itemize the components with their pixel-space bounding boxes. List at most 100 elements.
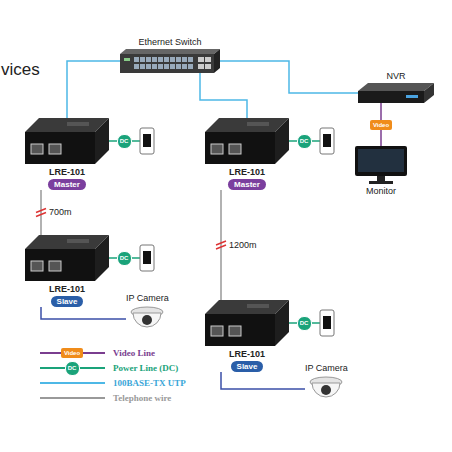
legend-text: Power Line (DC) [113,362,178,374]
ip-camera-icon [127,305,167,331]
switch-port [176,64,181,69]
utp-cable [200,73,247,118]
dc-badge: DC [117,134,132,149]
distance-label: 1200m [228,240,258,251]
telephone-wire [220,190,222,300]
power-line [109,141,320,323]
device-label: IP Camera [305,362,348,374]
sfp-port [198,57,204,62]
cable-break-mark [36,209,46,217]
switch-port [146,57,151,62]
lre-master: LRE-101Master [25,118,109,190]
wall-plug [140,128,334,336]
camera-lens [142,315,152,325]
utp-cable [221,372,305,389]
legend-sample-line [40,382,105,384]
switch-port [164,57,169,62]
switch-port [170,64,175,69]
switch-port [158,57,163,62]
cable-break-mark [216,245,226,249]
rj-port [49,144,61,154]
legend-text: Video Line [113,347,155,359]
lre-slave-icon [25,235,109,281]
device-side [275,300,289,346]
switch-front [120,54,214,73]
device-logo [67,122,89,126]
switch-port [134,57,139,62]
video-badge: Video [61,348,83,358]
device-top [205,300,289,314]
sfp-port [205,64,211,69]
dc-badge: DC [297,134,312,149]
wall-plug [140,245,154,271]
plug-adapter [143,251,151,264]
device-label: IP Camera [126,292,169,304]
device-front [25,132,95,164]
ip-camera: IP Camera [305,362,348,401]
camera-dome [312,383,340,397]
device-side [95,118,109,164]
lre-slave: LRE-101Slave [205,300,289,372]
wall-plug [320,128,334,154]
lre-master-icon [25,118,109,164]
model-label: LRE-101 [49,283,85,295]
role-badge: Slave [51,296,84,307]
nvr-side [424,83,434,103]
monitor-frame [355,146,407,176]
lre-slave-icon [205,300,289,346]
switch-led [124,58,130,61]
switch-port [140,57,145,62]
plug-adapter [323,134,331,147]
lre-slave: LRE-101Slave [25,235,109,307]
switch-side [214,49,220,73]
switch-port [146,64,151,69]
camera-lens [321,385,331,395]
video-badge: Video [370,120,392,130]
switch-port [140,64,145,69]
switch-port [152,57,157,62]
cable-break-mark [36,213,46,217]
monitor-icon [355,146,407,184]
plug-adapter [323,316,331,329]
device-logo [247,304,269,308]
model-label: LRE-101 [49,166,85,178]
ip-camera-icon [306,375,346,401]
ethernet-switch: Ethernet Switch [120,36,220,73]
switch-port [158,64,163,69]
ethernet-switch-icon [120,49,220,73]
switch-port [182,64,187,69]
dc-badge: DC [65,361,80,376]
switch-port [176,57,181,62]
device-front [205,132,275,164]
device-top [205,118,289,132]
dc-badge: DC [117,251,132,266]
rj-port [229,326,241,336]
nvr-top [358,83,434,91]
rj-port [211,326,223,336]
monitor-stand [377,176,385,181]
switch-top [120,49,220,54]
utp-cable [67,61,120,118]
rj-port [49,261,61,271]
role-badge: Master [48,179,86,190]
switch-port [170,57,175,62]
legend-sample-line [40,397,105,399]
device-front [25,249,95,281]
model-label: LRE-101 [229,348,265,360]
camera-dome [133,313,161,327]
switch-port [164,64,169,69]
legend-samples [40,353,105,398]
nvr-icon [358,83,434,103]
rj-port [31,144,43,154]
cable-break-mark [216,241,226,245]
switch-port [182,57,187,62]
ip-camera: IP Camera [126,292,169,331]
distance-label: 700m [48,207,73,218]
cable-break-mark [36,209,46,213]
switch-port [134,64,139,69]
nvr-led [406,95,418,98]
device-label: Monitor [366,185,396,197]
nvr: NVR [358,70,434,103]
